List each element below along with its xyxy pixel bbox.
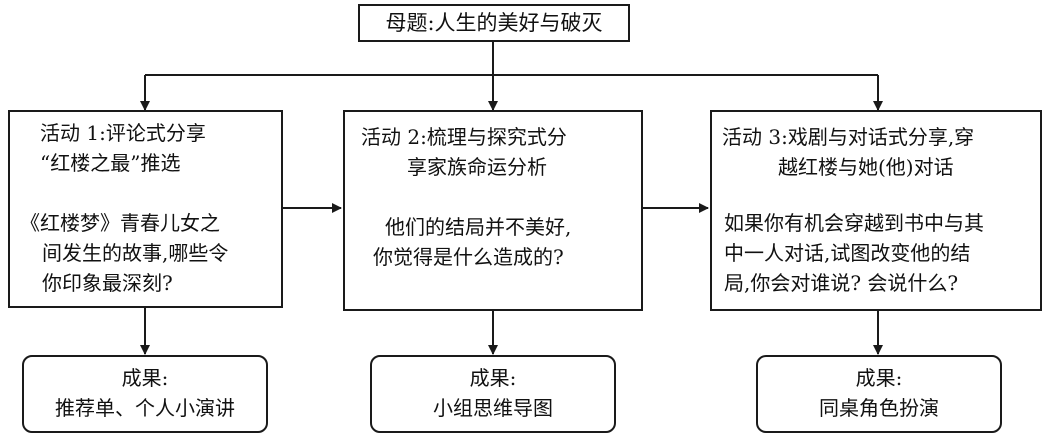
activity-1-question-line-3: 你印象最深刻? bbox=[42, 271, 173, 295]
activity-2-title-line-2: 享家族命运分析 bbox=[407, 155, 547, 179]
result-2-text: 小组思维导图 bbox=[433, 396, 553, 420]
root-label: 母题:人生的美好与破灭 bbox=[385, 11, 603, 35]
activity-3-title-line-2: 越红楼与她(他)对话 bbox=[778, 155, 954, 179]
activity-3-question-line-3: 局,你会对谁说? 会说什么? bbox=[724, 271, 959, 295]
result-1-title: 成果: bbox=[121, 366, 169, 390]
activity-1-question-line-2: 间发生的故事,哪些令 bbox=[42, 241, 229, 265]
activity-2-question-line-2: 你觉得是什么造成的? bbox=[373, 245, 564, 269]
activity-2-question-line-1: 他们的结局并不美好, bbox=[385, 215, 572, 239]
activity-3-question-line-2: 中一人对话,试图改变他的结 bbox=[724, 241, 971, 265]
activity-1-title-line-2: “红楼之最”推选 bbox=[40, 151, 181, 175]
result-1-text: 推荐单、个人小演讲 bbox=[55, 396, 235, 420]
result-1-node: 成果: 推荐单、个人小演讲 bbox=[22, 355, 268, 433]
result-3-text: 同桌角色扮演 bbox=[819, 396, 939, 420]
result-3-node: 成果: 同桌角色扮演 bbox=[756, 355, 1002, 433]
activity-1-node: 活动 1:评论式分享 “红楼之最”推选 《红楼梦》青春儿女之 间发生的故事,哪些… bbox=[8, 110, 283, 308]
activity-2-node: 活动 2:梳理与探究式分 享家族命运分析 他们的结局并不美好, 你觉得是什么造成… bbox=[343, 110, 643, 311]
activity-3-question-line-1: 如果你有机会穿越到书中与其 bbox=[724, 211, 984, 235]
activity-3-title-line-1: 活动 3:戏剧与对话式分享,穿 bbox=[722, 125, 975, 149]
activity-2-title-line-1: 活动 2:梳理与探究式分 bbox=[361, 125, 567, 149]
result-3-title: 成果: bbox=[855, 366, 903, 390]
result-2-node: 成果: 小组思维导图 bbox=[370, 355, 616, 433]
root-node: 母题:人生的美好与破灭 bbox=[358, 4, 630, 42]
activity-1-title-line-1: 活动 1:评论式分享 bbox=[40, 121, 206, 145]
activity-3-node: 活动 3:戏剧与对话式分享,穿 越红楼与她(他)对话 如果你有机会穿越到书中与其… bbox=[710, 110, 1042, 311]
activity-1-question-line-1: 《红楼梦》青春儿女之 bbox=[20, 211, 220, 235]
result-2-title: 成果: bbox=[469, 366, 517, 390]
